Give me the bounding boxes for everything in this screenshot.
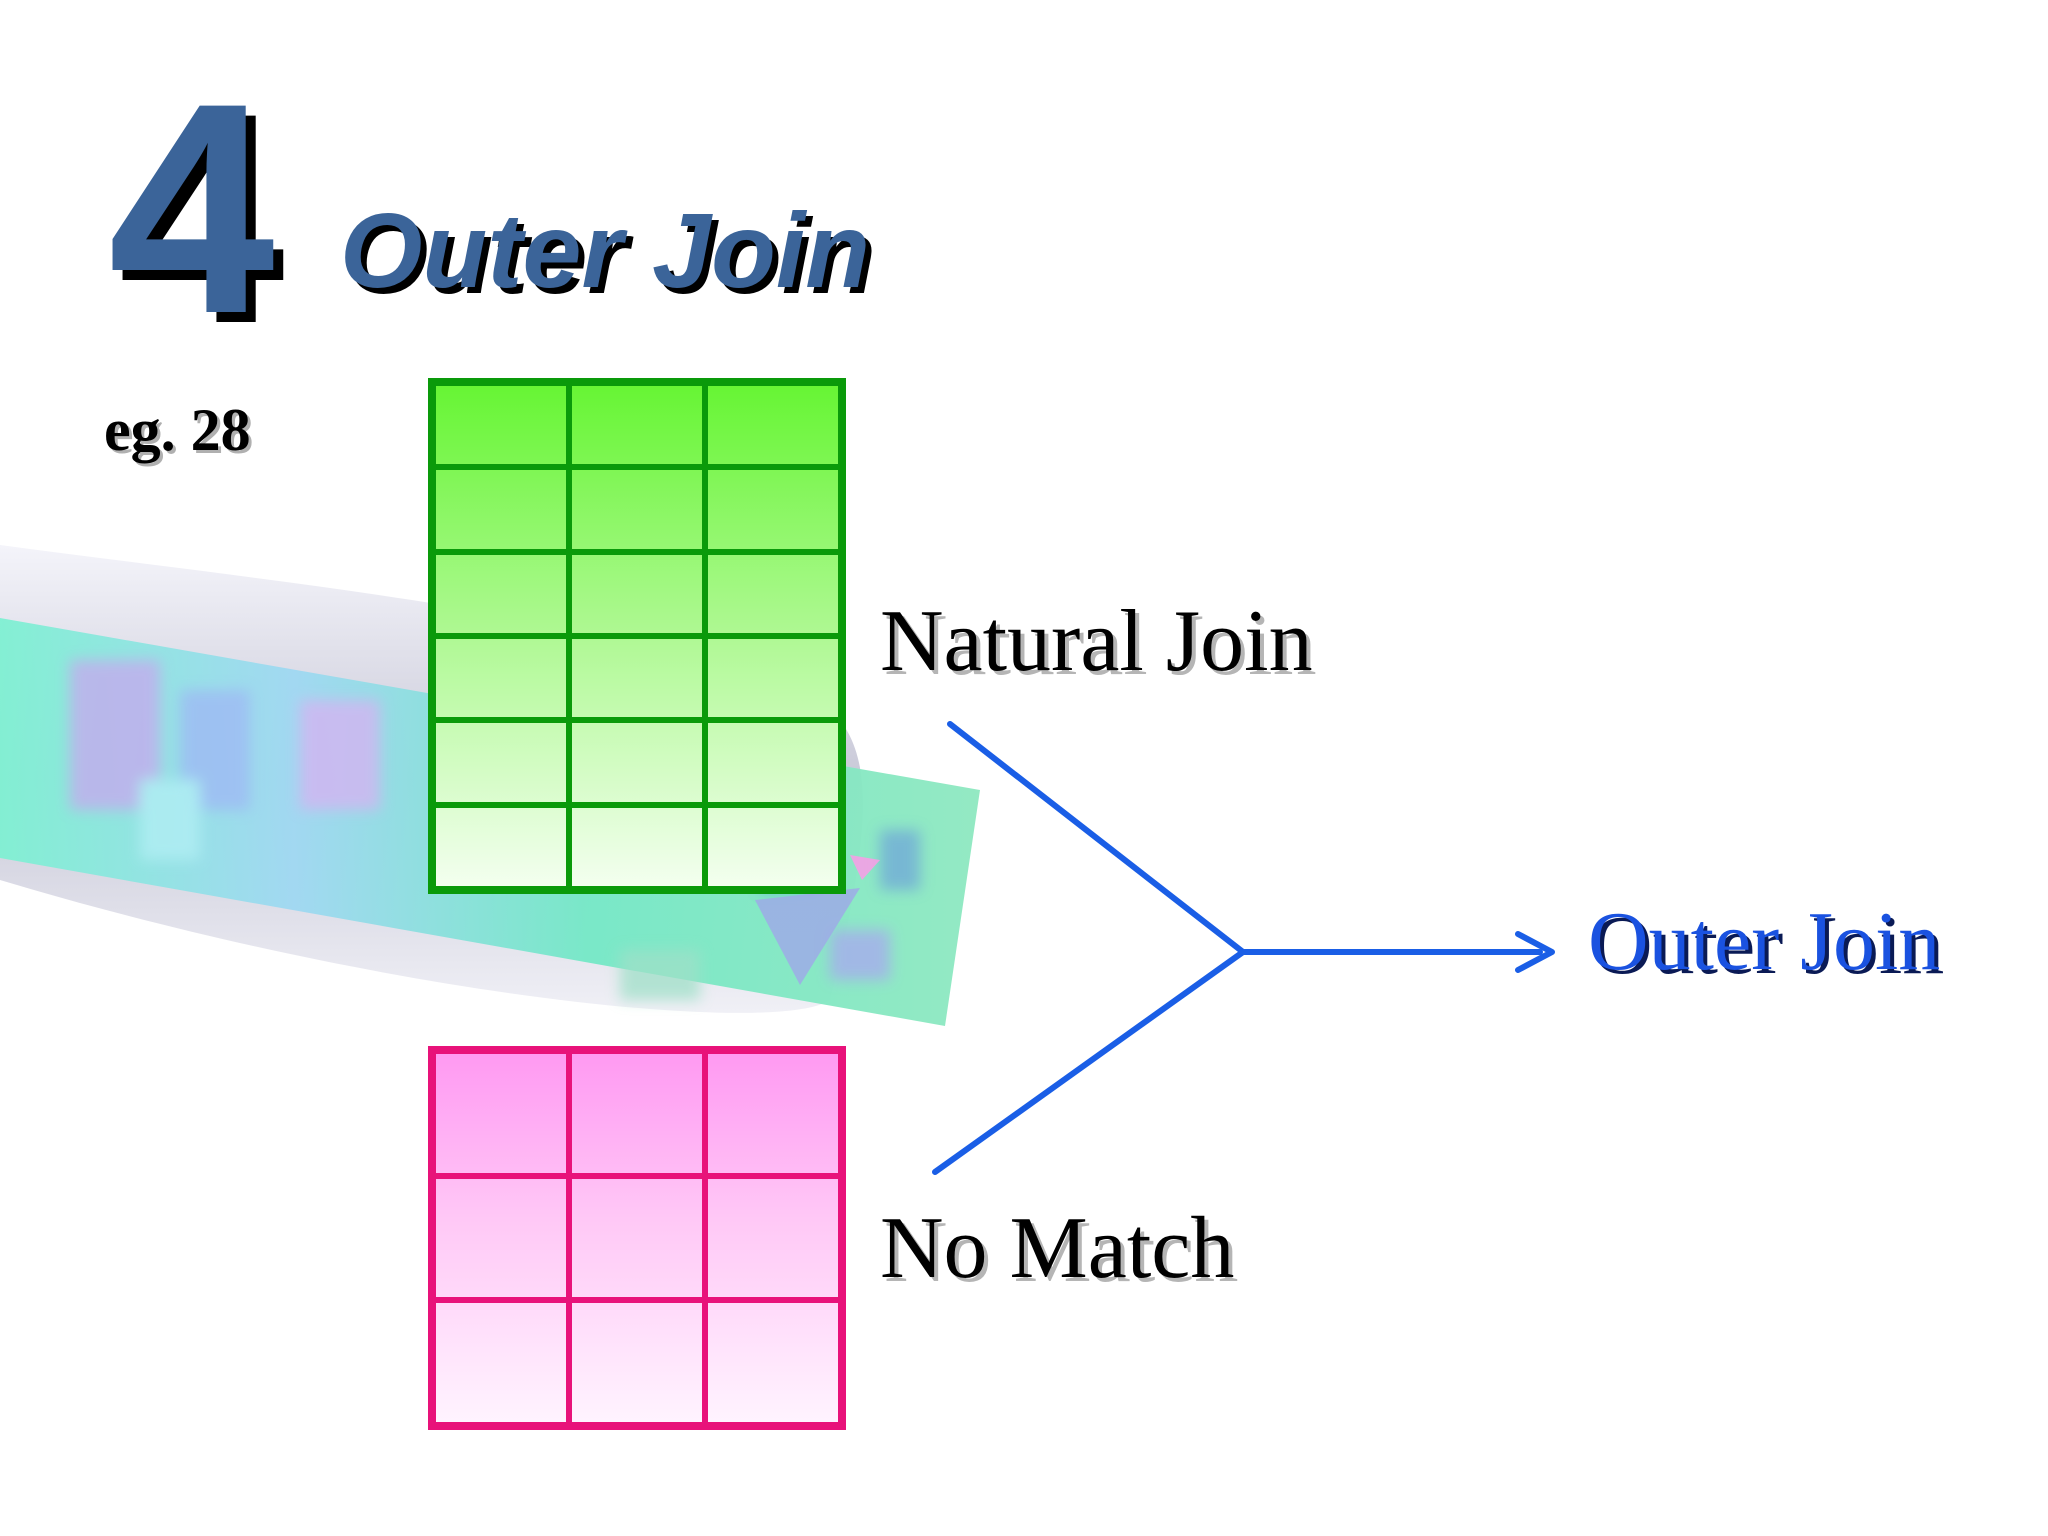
outer-join-result-label: Outer Join <box>1588 895 1941 988</box>
natural-join-label: Natural Join <box>880 593 1313 690</box>
table-cell <box>433 804 569 889</box>
table-cell <box>705 636 841 721</box>
table-cell <box>569 720 705 805</box>
table-cell <box>433 551 569 636</box>
example-label: eg. 28 <box>104 397 251 463</box>
table-cell <box>569 1300 705 1425</box>
section-number: 4 <box>108 40 275 376</box>
table-cell <box>433 383 569 468</box>
arrow-head-icon <box>1515 931 1555 973</box>
table-cell <box>433 1051 569 1176</box>
table-cell <box>569 1175 705 1301</box>
table-cell <box>433 1175 569 1301</box>
table-cell <box>569 636 705 721</box>
no-match-label: No Match <box>880 1200 1235 1297</box>
matched-rows-table <box>428 378 846 894</box>
table-cell <box>705 720 841 805</box>
table-cell <box>569 551 705 636</box>
connector-line-upper <box>947 721 1246 955</box>
table-cell <box>705 1300 841 1425</box>
table-cell <box>705 804 841 889</box>
table-cell <box>569 467 705 552</box>
table-cell <box>705 1175 841 1301</box>
table-cell <box>433 467 569 552</box>
slide-title: Outer Join <box>340 192 871 310</box>
table-cell <box>569 383 705 468</box>
table-cell <box>569 804 705 889</box>
unmatched-rows-table <box>428 1046 846 1430</box>
table-cell <box>705 467 841 552</box>
table-cell <box>569 1051 705 1176</box>
table-cell <box>705 383 841 468</box>
table-cell <box>433 1300 569 1425</box>
table-cell <box>705 1051 841 1176</box>
table-cell <box>705 551 841 636</box>
table-cell <box>433 636 569 721</box>
connector-line-lower <box>932 949 1246 1175</box>
table-cell <box>433 720 569 805</box>
